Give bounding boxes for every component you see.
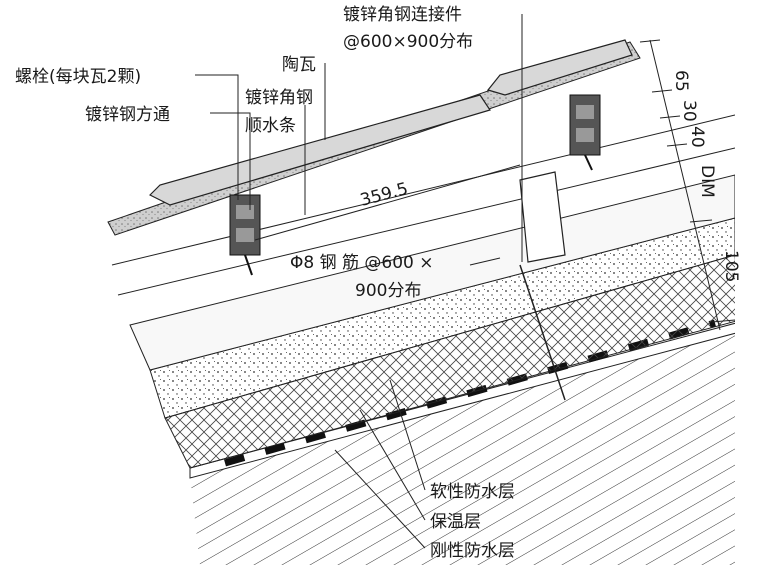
label-angle-strip-1: 镀锌角钢 — [245, 88, 313, 108]
dim-105: 105 — [721, 250, 741, 282]
dim-30: 30 — [679, 100, 699, 122]
label-angle-strip-2: 顺水条 — [245, 116, 296, 136]
label-flexible-waterproof: 软性防水层 — [430, 482, 515, 502]
bolt-assembly-2 — [569, 94, 601, 171]
rebar-line — [519, 264, 566, 401]
label-connector: 镀锌角钢连接件 — [343, 5, 462, 25]
leader-lines — [195, 14, 523, 549]
tile-1 — [148, 94, 491, 206]
label-connector-spacing: @600×900分布 — [343, 32, 473, 52]
label-insulation: 保温层 — [430, 512, 481, 532]
label-rigid-waterproof: 刚性防水层 — [430, 541, 515, 561]
bolt-assembly-1 — [229, 194, 261, 276]
tile-2 — [486, 39, 633, 96]
dim-65: 65 — [671, 70, 691, 92]
dim-40: 40 — [687, 126, 707, 148]
label-square-tube: 镀锌钢方通 — [85, 105, 170, 125]
span-dimension: 359.5 — [358, 179, 410, 211]
label-rebar-2: 900分布 — [355, 281, 421, 301]
square-tube — [519, 171, 566, 263]
dim-dim: DIM — [697, 165, 717, 198]
roof-layers — [111, 114, 735, 565]
structural-slab — [190, 330, 735, 565]
label-bolt: 螺栓(每块瓦2颗) — [15, 67, 141, 87]
dimension-ladder — [639, 39, 736, 331]
label-rebar-1: Φ8 钢 筋 @600 × — [290, 253, 434, 273]
label-tile: 陶瓦 — [282, 55, 316, 75]
